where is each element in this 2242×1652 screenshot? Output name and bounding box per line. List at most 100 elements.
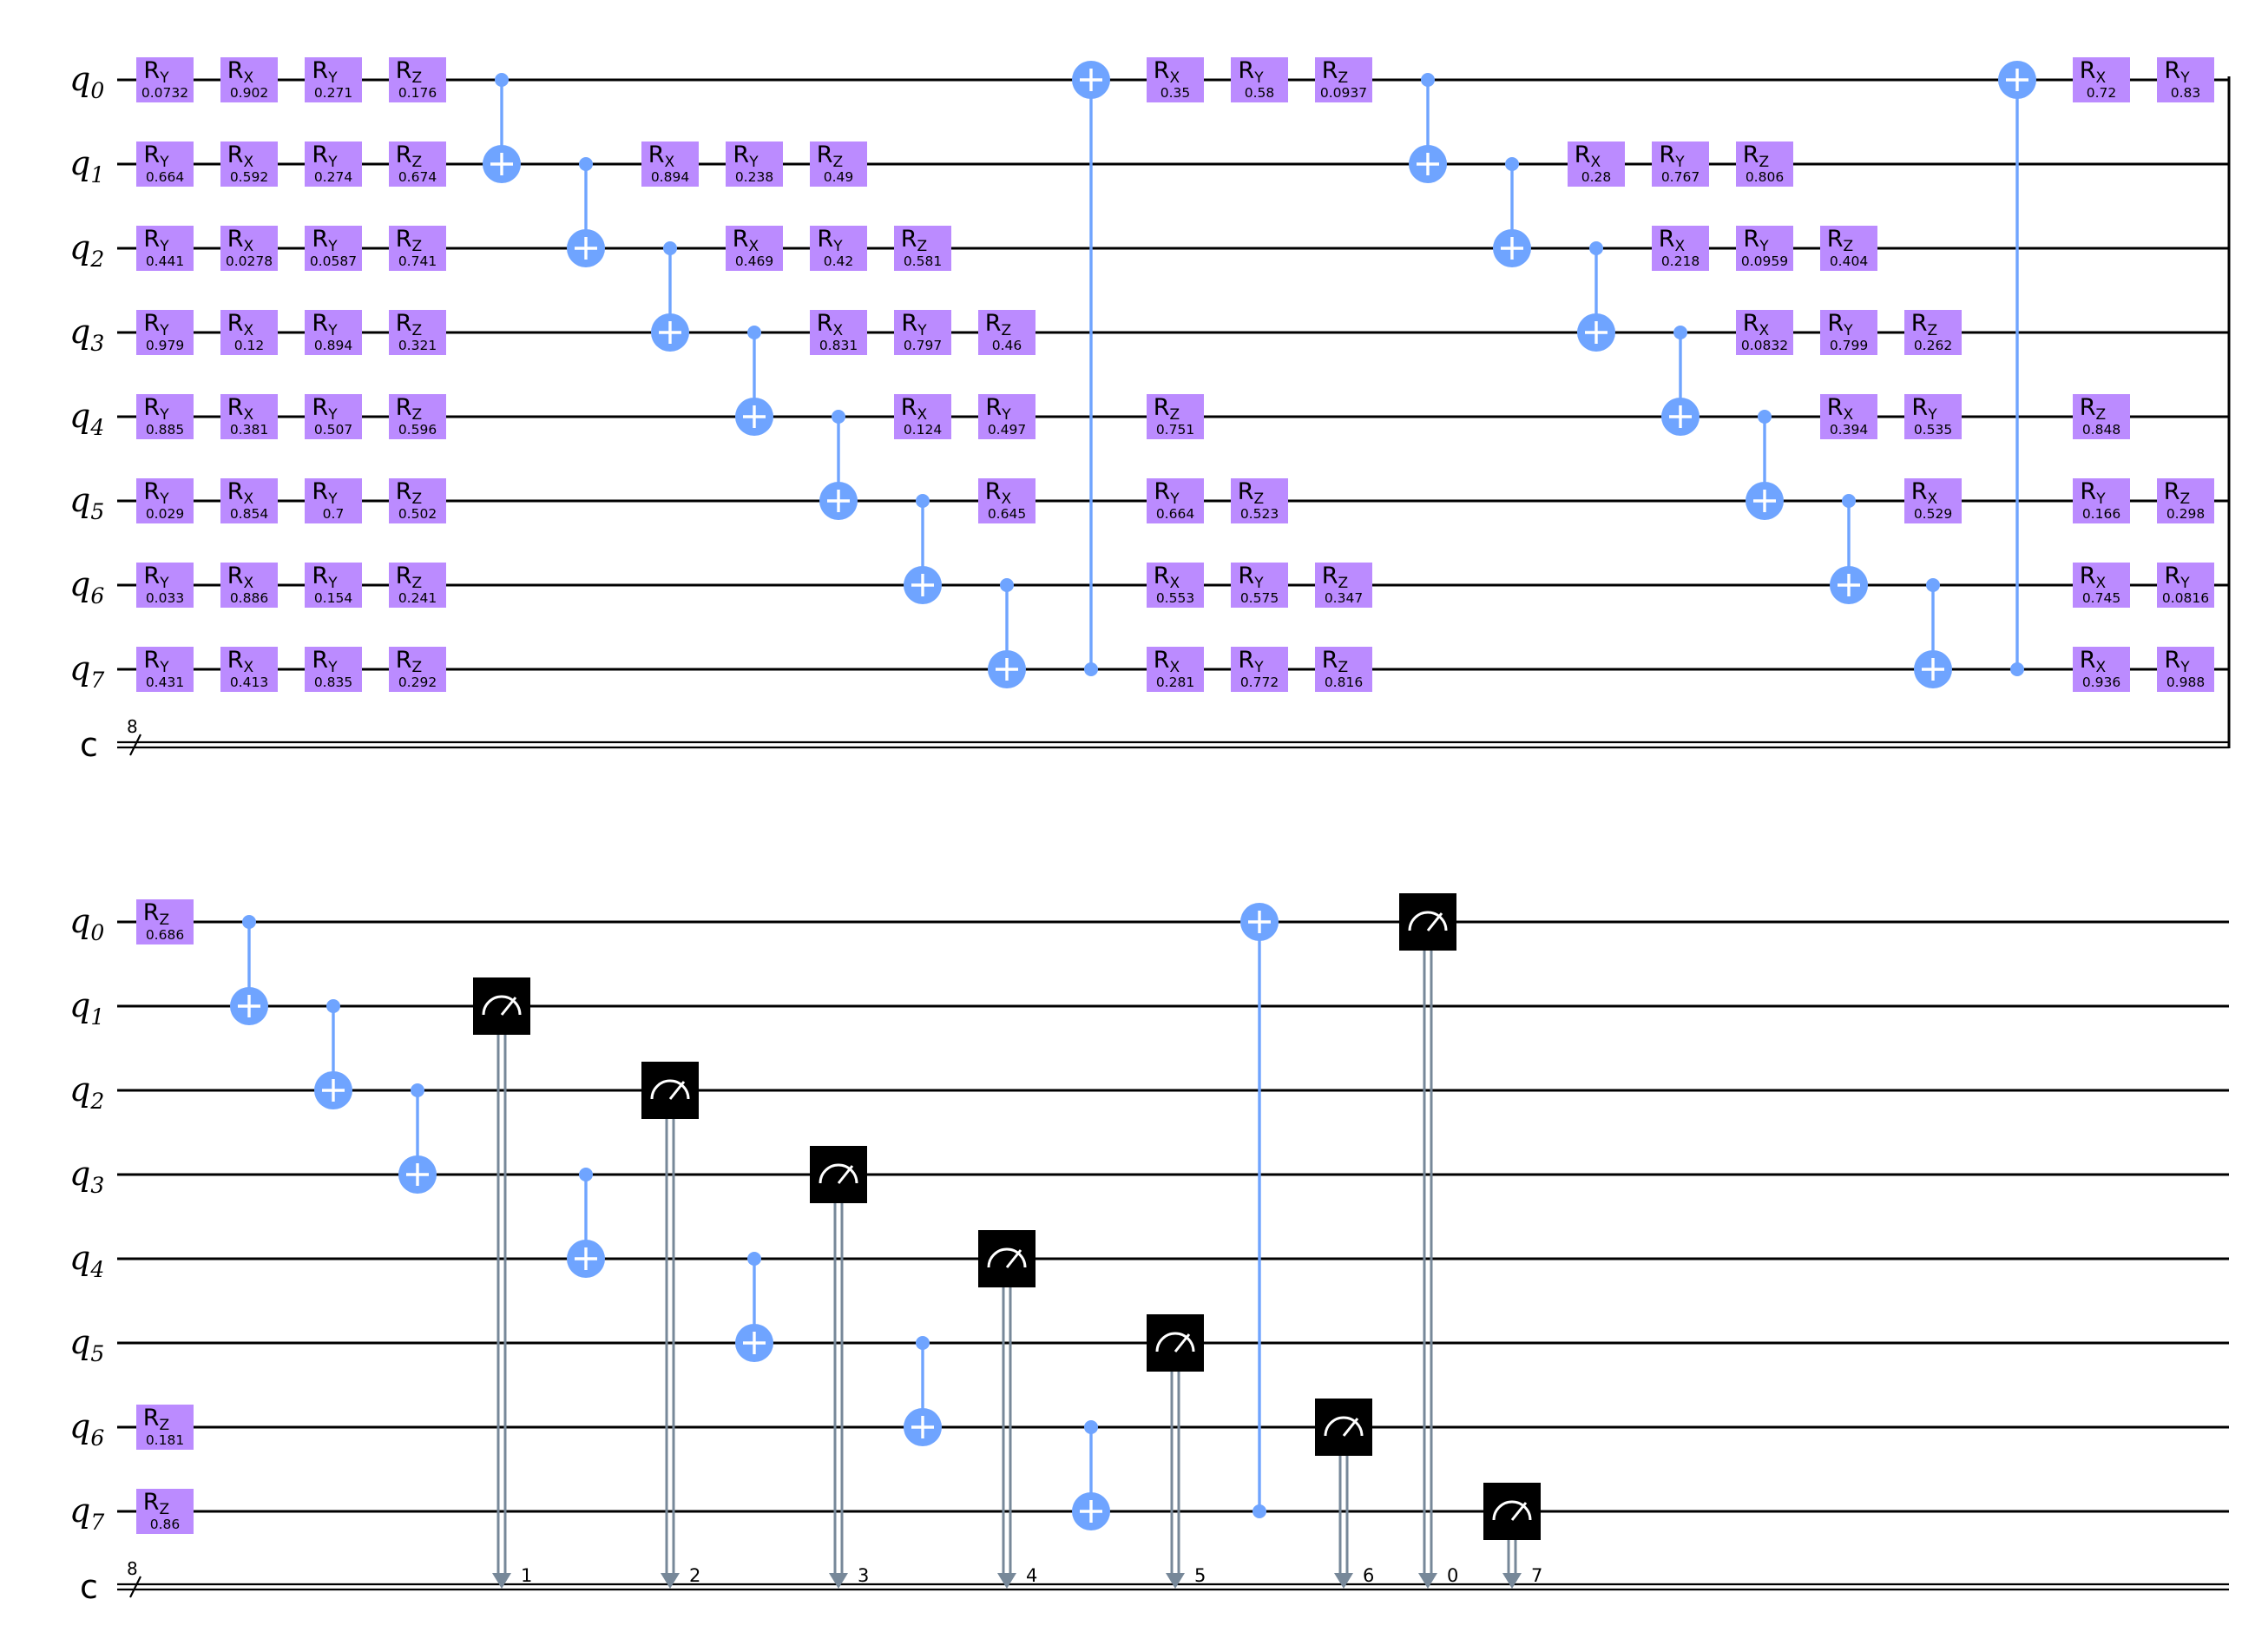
gate-parameter: 0.0816 [2162, 590, 2209, 606]
gate-box [220, 394, 278, 439]
gate-parameter: 0.988 [2166, 675, 2205, 690]
meter-needle [837, 1165, 854, 1184]
cnot-gate [567, 1168, 605, 1278]
gate-name: RY [733, 142, 759, 171]
measure-gate: 0 [1399, 893, 1458, 1589]
gate-box [1315, 57, 1372, 102]
control-dot [1084, 662, 1098, 676]
rotation-gate: RX0.902 [220, 57, 278, 102]
rotation-gate: RZ0.181 [136, 1405, 194, 1450]
rotation-gate: RX0.469 [726, 226, 783, 271]
gate-name: RZ [2164, 478, 2190, 508]
gate-parameter: 0.28 [1581, 169, 1612, 185]
gate-box [389, 57, 446, 102]
rotation-gate: RZ0.0937 [1315, 57, 1372, 102]
rotation-gate: RZ0.751 [1147, 394, 1204, 439]
gate-name: RY [1154, 478, 1180, 508]
meter-icon [482, 995, 522, 1016]
qubit-label: q2 [69, 1070, 104, 1114]
gate-name: RY [143, 142, 169, 171]
gate-parameter: 0.292 [398, 675, 437, 690]
rotation-gate: RZ0.806 [1736, 142, 1793, 187]
gate-box [2157, 563, 2214, 608]
gate-name: RX [1575, 142, 1601, 171]
control-dot [1589, 241, 1603, 255]
rotation-gate: RX0.12 [220, 310, 278, 355]
cnot-gate [988, 578, 1026, 688]
gate-name: RZ [1322, 647, 1348, 676]
gate-box [1736, 310, 1793, 355]
control-dot [1926, 578, 1940, 592]
gate-parameter: 0.674 [398, 169, 437, 185]
rotation-gate: RY0.664 [1147, 478, 1204, 523]
gate-name: RX [648, 142, 675, 171]
gate-parameter: 0.0587 [310, 253, 357, 269]
gate-parameter: 0.274 [314, 169, 352, 185]
gate-name: RY [312, 57, 338, 87]
gate-parameter: 0.413 [230, 675, 268, 690]
gate-name: RY [312, 563, 338, 592]
rotation-gate: RX0.854 [220, 478, 278, 523]
gate-box [2073, 563, 2130, 608]
meter-needle [668, 1081, 686, 1100]
gate-parameter: 0.347 [1325, 590, 1363, 606]
gate-name: RX [1154, 563, 1180, 592]
control-dot [326, 999, 340, 1013]
gate-parameter: 0.0278 [226, 253, 273, 269]
gate-name: RX [2080, 563, 2107, 592]
gate-parameter: 0.298 [2166, 506, 2205, 522]
rotation-gate: RX0.413 [220, 647, 278, 692]
gate-name: RY [312, 226, 338, 255]
gate-parameter: 0.241 [398, 590, 437, 606]
gate-name: RY [817, 226, 843, 255]
rotation-gate: RY0.497 [978, 394, 1036, 439]
classical-bit-label: 6 [1363, 1565, 1374, 1586]
gate-parameter: 0.58 [1245, 85, 1275, 101]
gate-box [1147, 563, 1204, 608]
cnot-gate [483, 73, 521, 183]
rotation-gate: RX0.886 [220, 563, 278, 608]
control-dot [1084, 1420, 1098, 1434]
gate-name: RX [2080, 57, 2107, 87]
gate-name: RY [985, 394, 1011, 424]
gate-box [894, 310, 951, 355]
gate-box [220, 142, 278, 187]
gate-parameter: 0.686 [146, 927, 184, 943]
gate-box [1147, 647, 1204, 692]
gate-box [220, 226, 278, 271]
gate-parameter: 0.894 [651, 169, 689, 185]
gate-parameter: 0.0959 [1741, 253, 1788, 269]
rotation-gate: RZ0.298 [2157, 478, 2214, 523]
rotation-gate: RZ0.321 [389, 310, 446, 355]
rotation-gate: RY0.271 [305, 57, 362, 102]
gate-name: RY [1238, 647, 1264, 676]
measure-arrow [1166, 1573, 1185, 1589]
measure-arrow [661, 1573, 680, 1589]
gate-box [1315, 563, 1372, 608]
gate-parameter: 0.42 [824, 253, 854, 269]
rotation-gate: RZ0.686 [136, 899, 194, 944]
gate-box [220, 57, 278, 102]
cnot-gate [735, 326, 773, 436]
rotation-gate: RY0.238 [726, 142, 783, 187]
rotation-gate: RZ0.176 [389, 57, 446, 102]
gate-box [978, 478, 1036, 523]
classical-register-size: 8 [127, 1558, 138, 1579]
gate-name: RY [143, 394, 169, 424]
gate-name: RX [227, 142, 254, 171]
rotation-gate: RY0.166 [2073, 478, 2130, 523]
gate-parameter: 0.799 [1830, 338, 1868, 353]
gate-box [305, 478, 362, 523]
cnot-gate [1240, 903, 1279, 1518]
rotation-gate: RZ0.49 [810, 142, 867, 187]
rotation-gate: RY0.664 [136, 142, 194, 187]
gate-name: RY [143, 563, 169, 592]
gate-box [136, 1405, 194, 1450]
gate-parameter: 0.431 [146, 675, 184, 690]
gate-box [2157, 647, 2214, 692]
rotation-gate: RZ0.523 [1231, 478, 1288, 523]
measure-gate: 1 [473, 977, 532, 1589]
rotation-gate: RY0.0816 [2157, 563, 2214, 608]
